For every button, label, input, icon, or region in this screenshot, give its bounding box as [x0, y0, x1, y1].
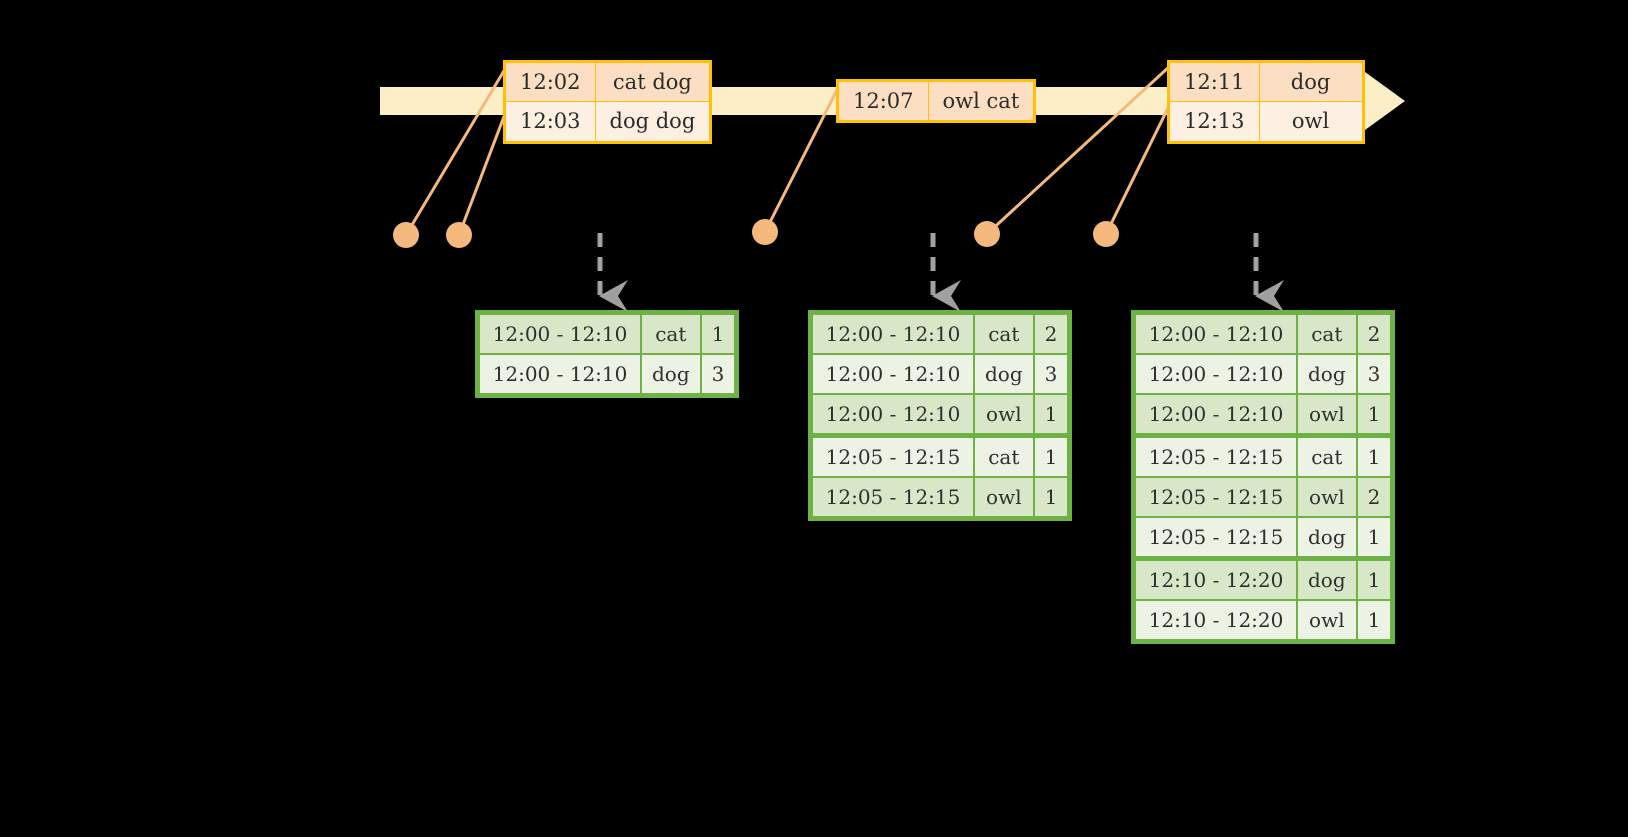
window-cell: 12:00 - 12:10: [1136, 355, 1296, 393]
count-cell: 1: [701, 315, 735, 353]
key-cell: dog: [642, 355, 700, 393]
count-cell: 1: [1357, 395, 1391, 436]
timeline-event-row: 12:02 cat dog: [504, 60, 712, 103]
table-row: 12:00 - 12:10 cat 2: [1136, 315, 1391, 353]
timeline-event-row: 12:07 owl cat: [837, 79, 1036, 123]
window-cell: 12:05 - 12:15: [813, 478, 973, 516]
window-cell: 12:05 - 12:15: [813, 438, 973, 476]
window-cell: 12:05 - 12:15: [1136, 438, 1296, 476]
event-time: 12:02: [504, 60, 596, 103]
event-dot-3: [752, 219, 778, 245]
timeline-event-row: 12:03 dog dog: [504, 101, 712, 143]
count-cell: 2: [1357, 315, 1391, 353]
window-cell: 12:00 - 12:10: [480, 315, 640, 353]
window-cell: 12:05 - 12:15: [1136, 518, 1296, 559]
key-cell: dog: [1298, 561, 1356, 599]
event-dot-1: [393, 222, 419, 248]
window-cell: 12:00 - 12:10: [813, 395, 973, 436]
window-cell: 12:00 - 12:10: [813, 315, 973, 353]
table-row: 12:00 - 12:10 dog 3: [813, 355, 1068, 393]
count-cell: 2: [1034, 315, 1068, 353]
table-row: 12:05 - 12:15 dog 1: [1136, 518, 1391, 559]
table-row: 12:00 - 12:10 owl 1: [813, 395, 1068, 436]
timeline-event-box-2[interactable]: 12:07 owl cat: [836, 79, 1037, 124]
event-value: owl: [1258, 101, 1364, 143]
window-cell: 12:00 - 12:10: [480, 355, 640, 393]
window-cell: 12:00 - 12:10: [1136, 315, 1296, 353]
event-dots: [393, 219, 1119, 248]
key-cell: cat: [642, 315, 700, 353]
key-cell: owl: [975, 395, 1033, 436]
key-cell: owl: [1298, 601, 1356, 639]
key-cell: owl: [1298, 395, 1356, 436]
table-row: 12:00 - 12:10 owl 1: [1136, 395, 1391, 436]
table-row: 12:00 - 12:10 cat 1: [480, 315, 735, 353]
table-row: 12:00 - 12:10 dog 3: [1136, 355, 1391, 393]
event-time: 12:11: [1168, 60, 1260, 103]
event-dot-5: [1093, 221, 1119, 247]
key-cell: owl: [1298, 478, 1356, 516]
count-cell: 1: [1357, 518, 1391, 559]
table-row: 12:05 - 12:15 owl 1: [813, 478, 1068, 516]
timeline-event-row: 12:13 owl: [1168, 101, 1364, 143]
table-row: 12:10 - 12:20 owl 1: [1136, 601, 1391, 639]
window-cell: 12:10 - 12:20: [1136, 601, 1296, 639]
key-cell: dog: [1298, 518, 1356, 559]
count-cell: 3: [1034, 355, 1068, 393]
timeline-event-box-3[interactable]: 12:11 dog 12:13 owl: [1167, 60, 1365, 144]
count-cell: 1: [1357, 438, 1391, 476]
dashed-arrows: [597, 233, 1284, 312]
window-cell: 12:10 - 12:20: [1136, 561, 1296, 599]
count-cell: 1: [1357, 601, 1391, 639]
event-dot-4: [974, 221, 1000, 247]
event-value: dog: [1258, 60, 1364, 103]
window-cell: 12:00 - 12:10: [1136, 395, 1296, 436]
result-table-2[interactable]: 12:00 - 12:10 cat 2 12:00 - 12:10 dog 3 …: [808, 310, 1073, 521]
count-cell: 2: [1357, 478, 1391, 516]
key-cell: dog: [975, 355, 1033, 393]
table-row: 12:10 - 12:20 dog 1: [1136, 561, 1391, 599]
count-cell: 1: [1034, 478, 1068, 516]
timeline-event-box-1[interactable]: 12:02 cat dog 12:03 dog dog: [503, 60, 713, 144]
event-time: 12:07: [837, 79, 929, 123]
timeline-event-row: 12:11 dog: [1168, 60, 1364, 103]
event-value: cat dog: [594, 60, 712, 103]
table-row: 12:05 - 12:15 cat 1: [813, 438, 1068, 476]
count-cell: 3: [701, 355, 735, 393]
result-table-3[interactable]: 12:00 - 12:10 cat 2 12:00 - 12:10 dog 3 …: [1131, 310, 1396, 644]
key-cell: cat: [975, 438, 1033, 476]
key-cell: cat: [1298, 315, 1356, 353]
count-cell: 3: [1357, 355, 1391, 393]
table-row: 12:05 - 12:15 cat 1: [1136, 438, 1391, 476]
key-cell: owl: [975, 478, 1033, 516]
count-cell: 1: [1034, 395, 1068, 436]
window-cell: 12:05 - 12:15: [1136, 478, 1296, 516]
event-value: dog dog: [594, 101, 712, 143]
result-table-1[interactable]: 12:00 - 12:10 cat 1 12:00 - 12:10 dog 3: [475, 310, 740, 398]
count-cell: 1: [1357, 561, 1391, 599]
event-time: 12:03: [504, 101, 596, 143]
event-time: 12:13: [1168, 101, 1260, 143]
key-cell: dog: [1298, 355, 1356, 393]
table-row: 12:00 - 12:10 cat 2: [813, 315, 1068, 353]
key-cell: cat: [1298, 438, 1356, 476]
count-cell: 1: [1034, 438, 1068, 476]
event-dot-2: [446, 222, 472, 248]
table-row: 12:05 - 12:15 owl 2: [1136, 478, 1391, 516]
event-value: owl cat: [927, 79, 1036, 123]
window-cell: 12:00 - 12:10: [813, 355, 973, 393]
key-cell: cat: [975, 315, 1033, 353]
table-row: 12:00 - 12:10 dog 3: [480, 355, 735, 393]
